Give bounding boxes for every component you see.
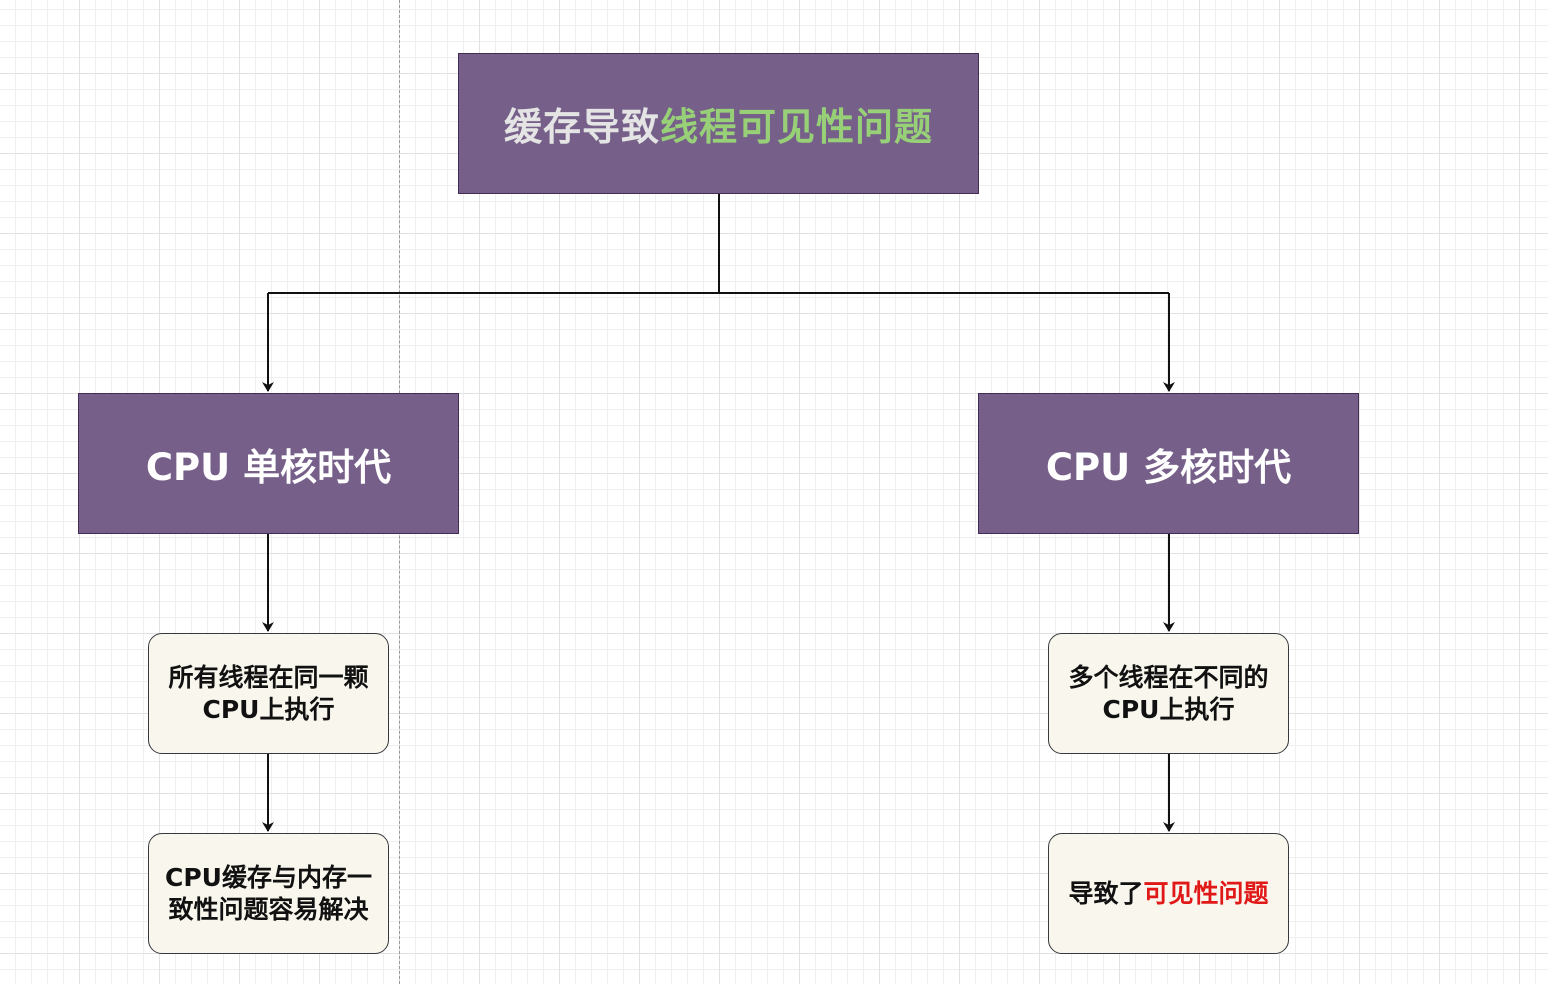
single-core-label: CPU 单核时代 <box>145 445 392 489</box>
single-core-step1-line1: 所有线程在同一颗 <box>168 662 369 692</box>
title-part1: 缓存导致 <box>503 105 660 149</box>
title-node: 缓存导致线程可见性问题 <box>458 53 979 194</box>
multi-core-step2-text: 导致了可见性问题 <box>1068 878 1268 910</box>
title-part2: 线程可见性问题 <box>660 105 934 149</box>
single-core-step2-line2: 致性问题容易解决 <box>168 894 369 924</box>
multi-core-step2-prefix: 导致了 <box>1068 878 1144 908</box>
multi-core-node: CPU 多核时代 <box>978 393 1359 534</box>
multi-core-label: CPU 多核时代 <box>1045 445 1292 489</box>
multi-core-step1-line2: CPU上执行 <box>1102 694 1235 724</box>
multi-core-step1-card: 多个线程在不同的 CPU上执行 <box>1048 633 1289 754</box>
single-core-step1-card: 所有线程在同一颗 CPU上执行 <box>148 633 389 754</box>
single-core-node: CPU 单核时代 <box>78 393 459 534</box>
single-core-step2-text: CPU缓存与内存一 致性问题容易解决 <box>165 862 372 926</box>
connector-title-to-branches <box>268 194 1169 294</box>
multi-core-step2-card: 导致了可见性问题 <box>1048 833 1289 954</box>
single-core-step1-text: 所有线程在同一颗 CPU上执行 <box>168 662 368 726</box>
multi-core-step2-highlight: 可见性问题 <box>1143 878 1269 908</box>
multi-core-step1-text: 多个线程在不同的 CPU上执行 <box>1068 662 1268 726</box>
multi-core-step1-line1: 多个线程在不同的 <box>1068 662 1269 692</box>
single-core-step1-line2: CPU上执行 <box>202 694 335 724</box>
title-text: 缓存导致线程可见性问题 <box>504 96 933 151</box>
single-core-step2-card: CPU缓存与内存一 致性问题容易解决 <box>148 833 389 954</box>
single-core-step2-line1: CPU缓存与内存一 <box>165 862 372 892</box>
